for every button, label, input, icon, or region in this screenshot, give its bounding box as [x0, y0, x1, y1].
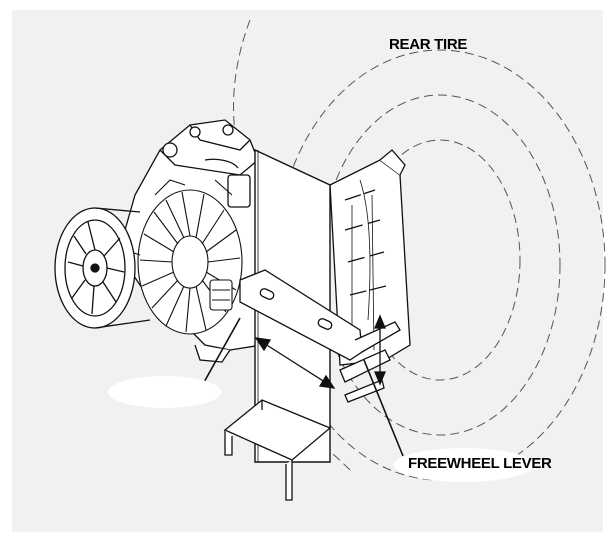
- rear-tire-label: REAR TIRE: [389, 36, 468, 53]
- blank-callout-oval: [108, 376, 221, 408]
- cooling-fan: [124, 179, 243, 335]
- leader-lines: [202, 317, 404, 457]
- freewheel-lever-label: FREEWHEEL LEVER: [408, 455, 552, 472]
- step-plate: [223, 399, 332, 501]
- motion-arrows: [254, 314, 386, 389]
- input-pulley: [54, 207, 151, 329]
- freewheel-callout-oval: [394, 448, 534, 482]
- freewheel-bracket: [239, 269, 401, 403]
